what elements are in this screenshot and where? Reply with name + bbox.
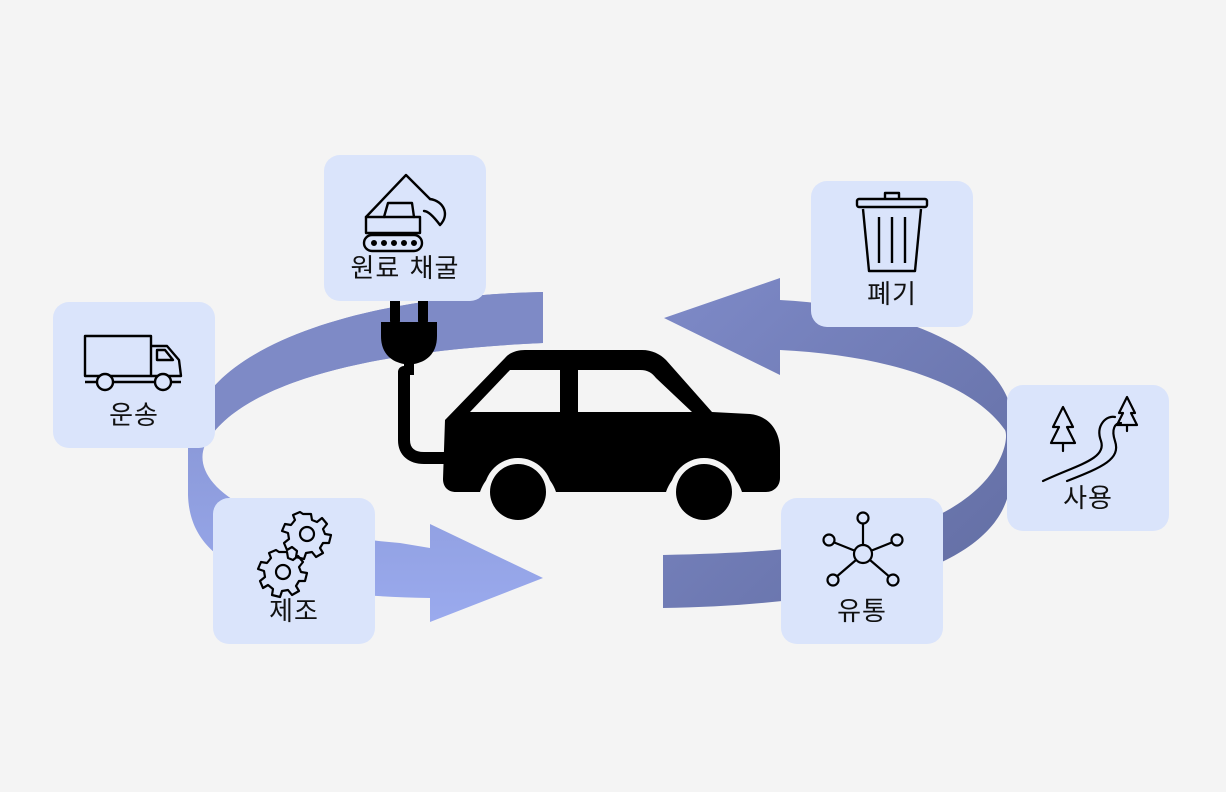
gears-icon	[256, 510, 333, 599]
network-icon	[822, 511, 904, 587]
stage-disposal: 폐기	[811, 181, 973, 327]
stage-manufacture: 제조	[213, 498, 375, 644]
cycle-band-left-top	[188, 292, 543, 445]
stage-label: 폐기	[867, 280, 917, 310]
electric-car-icon	[381, 296, 780, 526]
stage-mining: 원료 채굴	[324, 155, 486, 301]
stage-use: 사용	[1007, 385, 1169, 531]
stage-label: 원료 채굴	[350, 254, 460, 284]
stage-label: 유통	[837, 597, 887, 627]
stage-distribution: 유통	[781, 498, 943, 644]
road-trees-icon	[1041, 395, 1139, 483]
stage-label: 운송	[109, 401, 159, 431]
stage-transport: 운송	[53, 302, 215, 448]
excavator-icon	[362, 173, 447, 253]
stage-label: 제조	[269, 597, 319, 627]
truck-icon	[83, 334, 183, 392]
trash-icon	[855, 191, 929, 273]
stage-label: 사용	[1063, 484, 1113, 514]
